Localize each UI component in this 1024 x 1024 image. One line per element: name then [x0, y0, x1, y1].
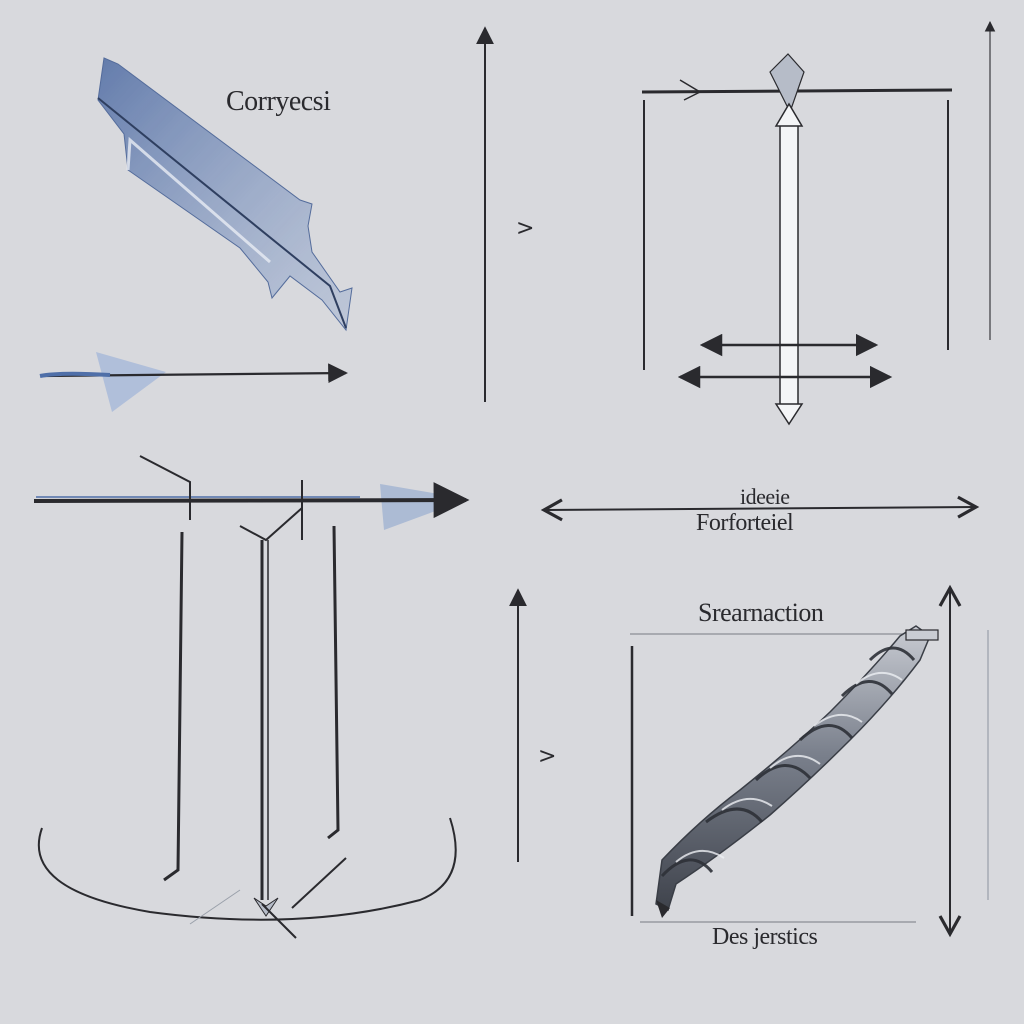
bottom-left-stand: [33, 455, 470, 939]
label-top-left: Corryecsi: [226, 86, 331, 117]
chevron-right-icon: >: [538, 744, 557, 769]
twisted-spring: [655, 625, 939, 918]
top-right-frame: [641, 53, 953, 426]
label-bottom-right-bottom: Des jerstics: [712, 924, 818, 950]
mid-right-double-arrow: [540, 495, 980, 522]
label-mid-right-top: ideeie: [740, 484, 790, 509]
left-horizontal-arrow: [39, 352, 348, 412]
label-mid-right-bottom: Forforteiel: [696, 510, 794, 536]
label-bottom-right-top: Srearnaction: [698, 598, 824, 627]
chevron-right-icon: >: [516, 216, 535, 241]
bottom-right-frame: [630, 584, 989, 938]
blue-blade-shape: [97, 57, 353, 332]
